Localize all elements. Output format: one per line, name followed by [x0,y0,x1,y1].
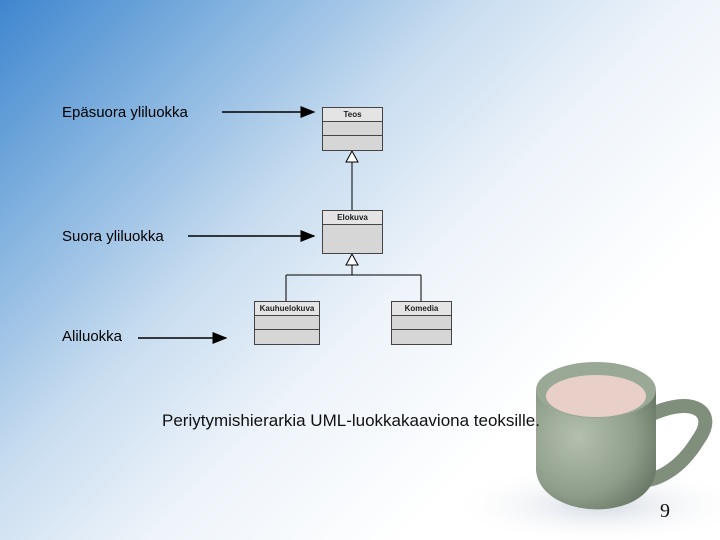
class-teos: Teos [322,107,383,151]
class-kauhuelokuva-name: Kauhuelokuva [255,302,319,316]
class-teos-name: Teos [323,108,382,122]
class-teos-attributes [323,122,382,136]
class-elokuva-body [323,225,382,254]
page-number: 9 [660,500,670,523]
class-teos-methods [323,136,382,151]
inheritance-triangle-elokuva [346,254,358,265]
label-direct-superclass: Suora yliluokka [62,228,164,245]
caption: Periytymishierarkia UML-luokkakaaviona t… [162,411,540,431]
label-indirect-superclass: Epäsuora yliluokka [62,104,188,121]
inheritance-triangle-teos [346,151,358,162]
class-komedia-methods [392,330,451,345]
class-komedia: Komedia [391,301,452,345]
class-kauhuelokuva: Kauhuelokuva [254,301,320,345]
class-kauhuelokuva-attributes [255,316,319,330]
class-elokuva-name: Elokuva [323,211,382,225]
class-elokuva: Elokuva [322,210,383,254]
class-komedia-name: Komedia [392,302,451,316]
class-komedia-attributes [392,316,451,330]
class-kauhuelokuva-methods [255,330,319,345]
mug-illustration [450,362,720,540]
label-subclass: Aliluokka [62,328,122,345]
